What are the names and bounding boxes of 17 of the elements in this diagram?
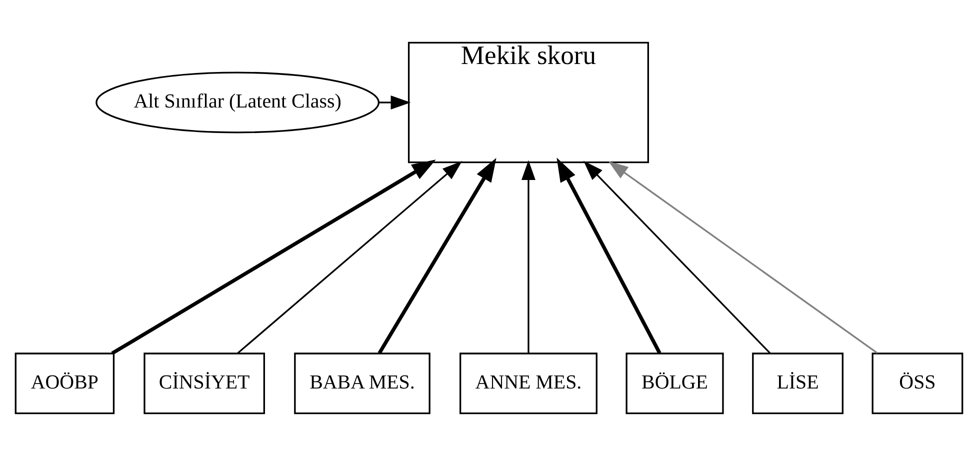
node-ellipse: Alt Sınıflar (Latent Class): [96, 71, 380, 133]
arrow: [111, 159, 436, 354]
arrow: [583, 160, 771, 354]
node-box: LİSE: [752, 352, 844, 414]
node-box: AOÖBP: [14, 352, 115, 414]
node-box: BABA MES.: [294, 352, 430, 414]
arrow: [378, 157, 496, 354]
arrow: [556, 157, 662, 354]
node-box: CİNSİYET: [144, 352, 265, 414]
node-box: BÖLGE: [626, 352, 724, 414]
arrow: [379, 95, 411, 109]
arrow: [608, 160, 878, 354]
node-box: Mekik skoru: [408, 41, 649, 163]
arrow: [522, 160, 536, 353]
node-box: ÖSS: [872, 352, 964, 414]
node-box: ANNE MES.: [460, 352, 598, 414]
arrow: [237, 160, 462, 354]
